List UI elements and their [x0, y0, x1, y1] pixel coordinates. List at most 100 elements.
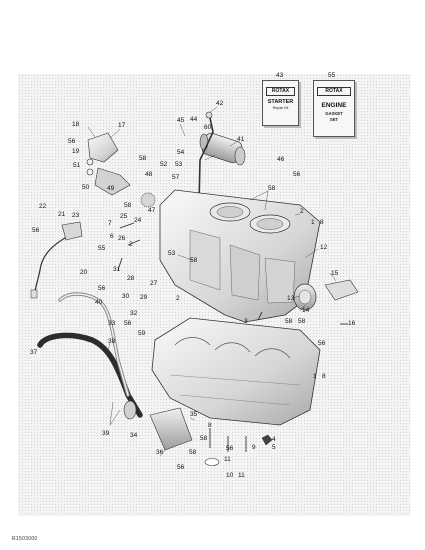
callout-50: 50: [82, 184, 90, 191]
callout-29: 29: [140, 294, 148, 301]
callout-14: 14: [302, 307, 310, 314]
callout-36: 36: [156, 449, 164, 456]
callout-1-a: 1: [311, 219, 315, 226]
callout-54: 54: [177, 149, 185, 156]
callout-25: 25: [120, 213, 128, 220]
callout-52: 52: [160, 161, 168, 168]
callout-55-kit: 55: [328, 72, 336, 79]
gasket-kit-title-2: GASKET: [325, 111, 343, 116]
callout-13: 13: [287, 295, 295, 302]
callout-59: 59: [138, 330, 146, 337]
callout-46: 46: [277, 156, 285, 163]
callout-17: 17: [118, 122, 126, 129]
callout-53-b: 53: [168, 250, 176, 257]
callout-26: 26: [118, 235, 126, 242]
callout-30: 30: [122, 293, 130, 300]
callout-18: 18: [72, 121, 80, 128]
callout-6: 6: [110, 233, 114, 240]
callout-12: 12: [320, 244, 328, 251]
callout-34: 34: [130, 432, 138, 439]
callout-38: 38: [108, 338, 116, 345]
callout-55: 55: [98, 245, 106, 252]
starter-kit-brand: ROTAX: [266, 87, 295, 96]
callout-51: 51: [73, 162, 81, 169]
starter-kit-title: STARTER: [267, 99, 294, 105]
callout-11-b: 11: [238, 472, 245, 479]
magneto-cover: [293, 279, 359, 311]
callout-41: 41: [237, 136, 245, 143]
callout-16: 16: [348, 320, 356, 327]
callout-9: 9: [252, 444, 256, 451]
callout-58-b: 58: [268, 185, 276, 192]
callout-58-h: 58: [189, 449, 197, 456]
callout-8-a: 8: [320, 219, 324, 226]
callout-56-b: 56: [293, 171, 301, 178]
callout-58-c: 58: [124, 202, 132, 209]
callout-56-e: 56: [124, 320, 132, 327]
callout-60: 60: [204, 124, 212, 131]
callout-32: 32: [130, 310, 138, 317]
callout-35: 35: [190, 411, 198, 418]
callout-24: 24: [134, 217, 142, 224]
callout-8-b: 8: [322, 373, 326, 380]
callout-21: 21: [58, 211, 66, 218]
callout-56-a: 56: [68, 138, 76, 145]
breather-hose: [37, 332, 143, 418]
gasket-kit-title-1: ENGINE: [321, 102, 347, 109]
callout-58-g: 58: [200, 435, 208, 442]
callout-22: 22: [39, 203, 47, 210]
callout-44: 44: [190, 116, 198, 123]
callout-58-d: 58: [190, 257, 198, 264]
callout-56-d: 56: [98, 285, 106, 292]
callout-47: 47: [148, 207, 156, 214]
callout-4: 4: [272, 436, 276, 443]
callout-11-a: 11: [224, 456, 231, 463]
callout-42: 42: [216, 100, 224, 107]
callout-56-h: 56: [177, 464, 185, 471]
callout-58-a: 58: [139, 155, 147, 162]
drain-plug: [204, 458, 220, 466]
water-pump-housing: [86, 132, 131, 196]
callout-39: 39: [102, 430, 110, 437]
callout-48: 48: [145, 171, 153, 178]
callout-1-b: 1: [313, 373, 317, 380]
callout-56-f: 56: [318, 340, 326, 347]
callout-19: 19: [72, 148, 80, 155]
callout-37: 37: [30, 349, 38, 356]
starter-kit-subtitle: Repair Kit: [272, 106, 289, 110]
leader-lines: [39, 106, 337, 467]
callout-10: 10: [226, 472, 234, 479]
callout-43: 43: [276, 72, 284, 79]
callout-2-c: 2: [176, 295, 180, 302]
callout-5: 5: [272, 444, 276, 451]
callout-56-c: 56: [32, 227, 40, 234]
callout-58-e: 58: [285, 318, 293, 325]
figure-code: R1503000: [12, 536, 38, 542]
gasket-kit-brand: ROTAX: [317, 87, 351, 96]
starter-repair-kit: ROTAX STARTER Repair Kit: [262, 80, 299, 126]
callout-7: 7: [108, 220, 112, 227]
nut-4: [261, 434, 273, 446]
callout-49: 49: [107, 185, 115, 192]
callout-23: 23: [72, 212, 80, 219]
callout-33: 33: [108, 320, 116, 327]
callout-2-a: 2: [129, 241, 133, 248]
crankcase-lower: [151, 317, 321, 426]
callout-15: 15: [331, 270, 339, 277]
callout-8-c: 8: [208, 422, 212, 429]
callout-40: 40: [95, 299, 103, 306]
gasket-kit-title-3: SET: [329, 117, 339, 122]
callout-2-b: 2: [300, 208, 304, 215]
oil-filter-housing: [123, 400, 193, 451]
callout-56-g: 56: [226, 445, 234, 452]
drive-gear: [140, 192, 156, 208]
callout-20: 20: [80, 269, 88, 276]
oil-tube: [58, 292, 130, 397]
callout-58-f: 58: [298, 318, 306, 325]
callout-28: 28: [127, 275, 135, 282]
bolt-set: [117, 222, 348, 452]
sensor-wire: [30, 221, 83, 299]
callout-27: 27: [150, 280, 158, 287]
engine-gasket-set-kit: ROTAX ENGINE GASKET SET: [313, 80, 355, 137]
